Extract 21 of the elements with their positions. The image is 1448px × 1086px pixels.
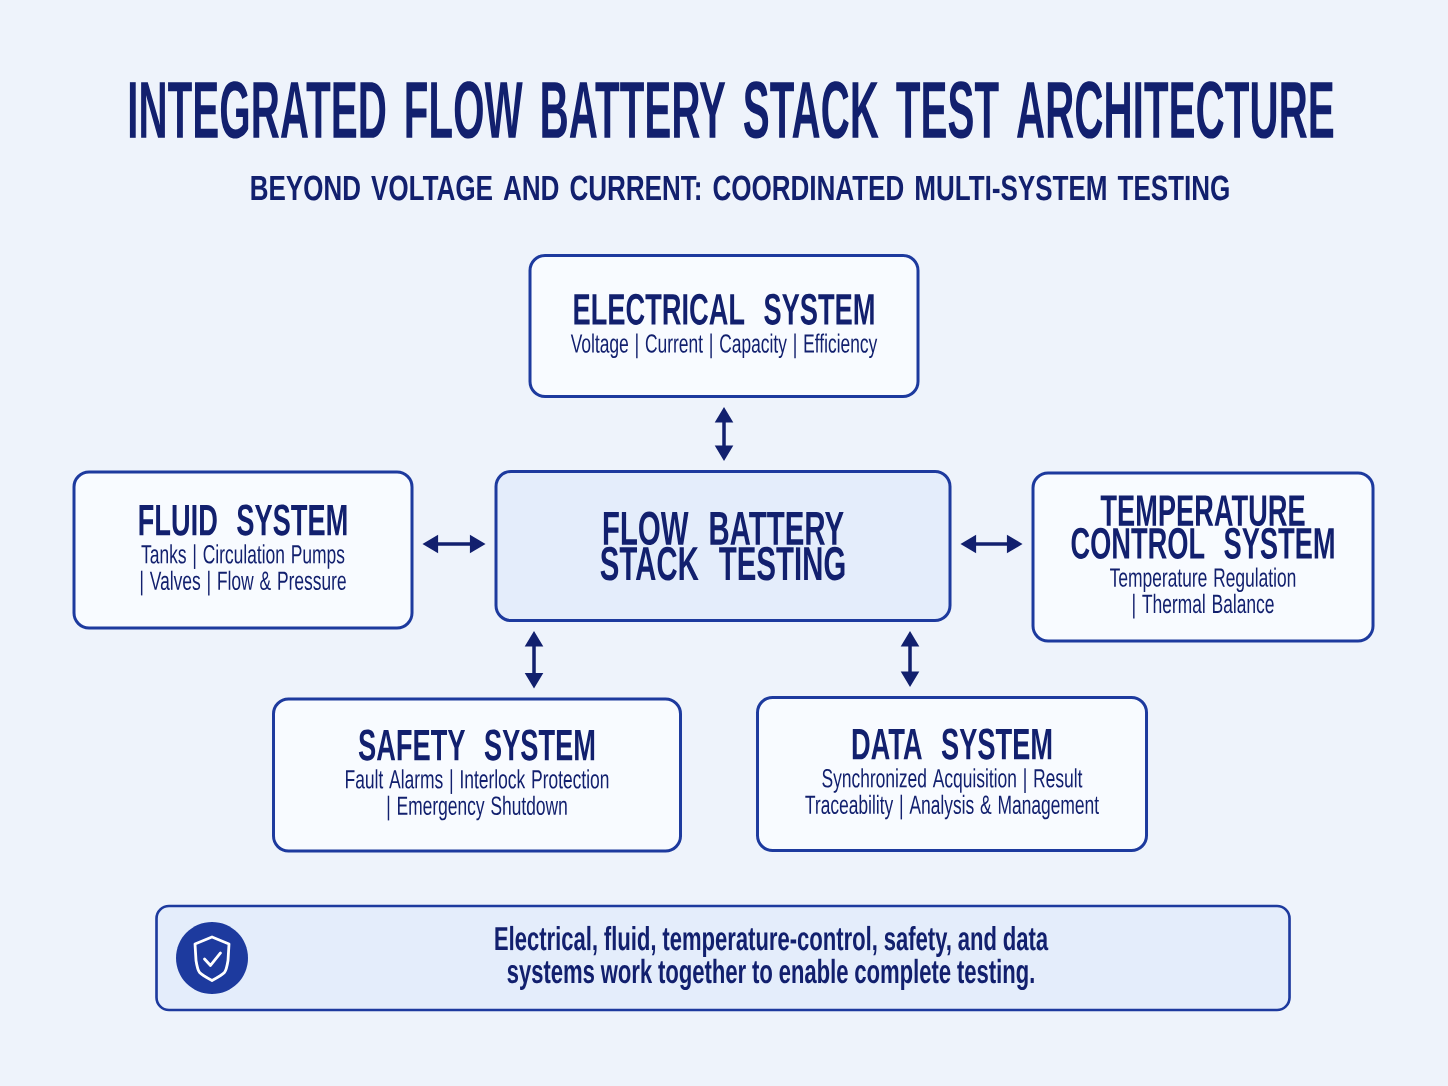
system-box <box>272 697 682 853</box>
subtitle: BEYOND VOLTAGE AND CURRENT: COORDINATED MULTI-SYSTEM TESTING <box>251 175 1229 201</box>
title: INTEGRATED FLOW BATTERY STACK TEST ARCHITECTURE <box>129 81 1334 139</box>
summary-text: Electrical, fluid, temperature-control, safety, and data systems work together to enable complete testing. <box>495 925 1049 991</box>
box-description: Tanks | Circulation Pumps | Valves | Flow & Pressure <box>140 544 346 596</box>
box-title: TEMPERATURE CONTROL SYSTEM <box>1071 495 1334 559</box>
box-title: DATA SYSTEM <box>852 728 1052 760</box>
box-description: Voltage | Current | Capacity | Efficiency <box>570 333 878 359</box>
box-description: Fault Alarms | Interlock Protection | Emergency Shutdown <box>346 769 609 821</box>
box-title: FLOW BATTERY STACK TESTING <box>600 511 845 581</box>
box-title: FLUID SYSTEM <box>139 504 347 536</box>
box-title: SAFETY SYSTEM <box>358 729 595 761</box>
system-box <box>756 696 1148 852</box>
box-title: ELECTRICAL SYSTEM <box>574 293 874 325</box>
summary-banner <box>155 904 1291 1012</box>
system-box <box>1031 471 1375 643</box>
system-box <box>72 470 414 630</box>
box-description: Temperature Regulation | Thermal Balance <box>1110 567 1296 619</box>
box-description: Synchronized Acquisition | Result Traceability | Analysis & Management <box>805 768 1099 820</box>
system-box <box>528 254 920 398</box>
central-box <box>494 470 952 622</box>
